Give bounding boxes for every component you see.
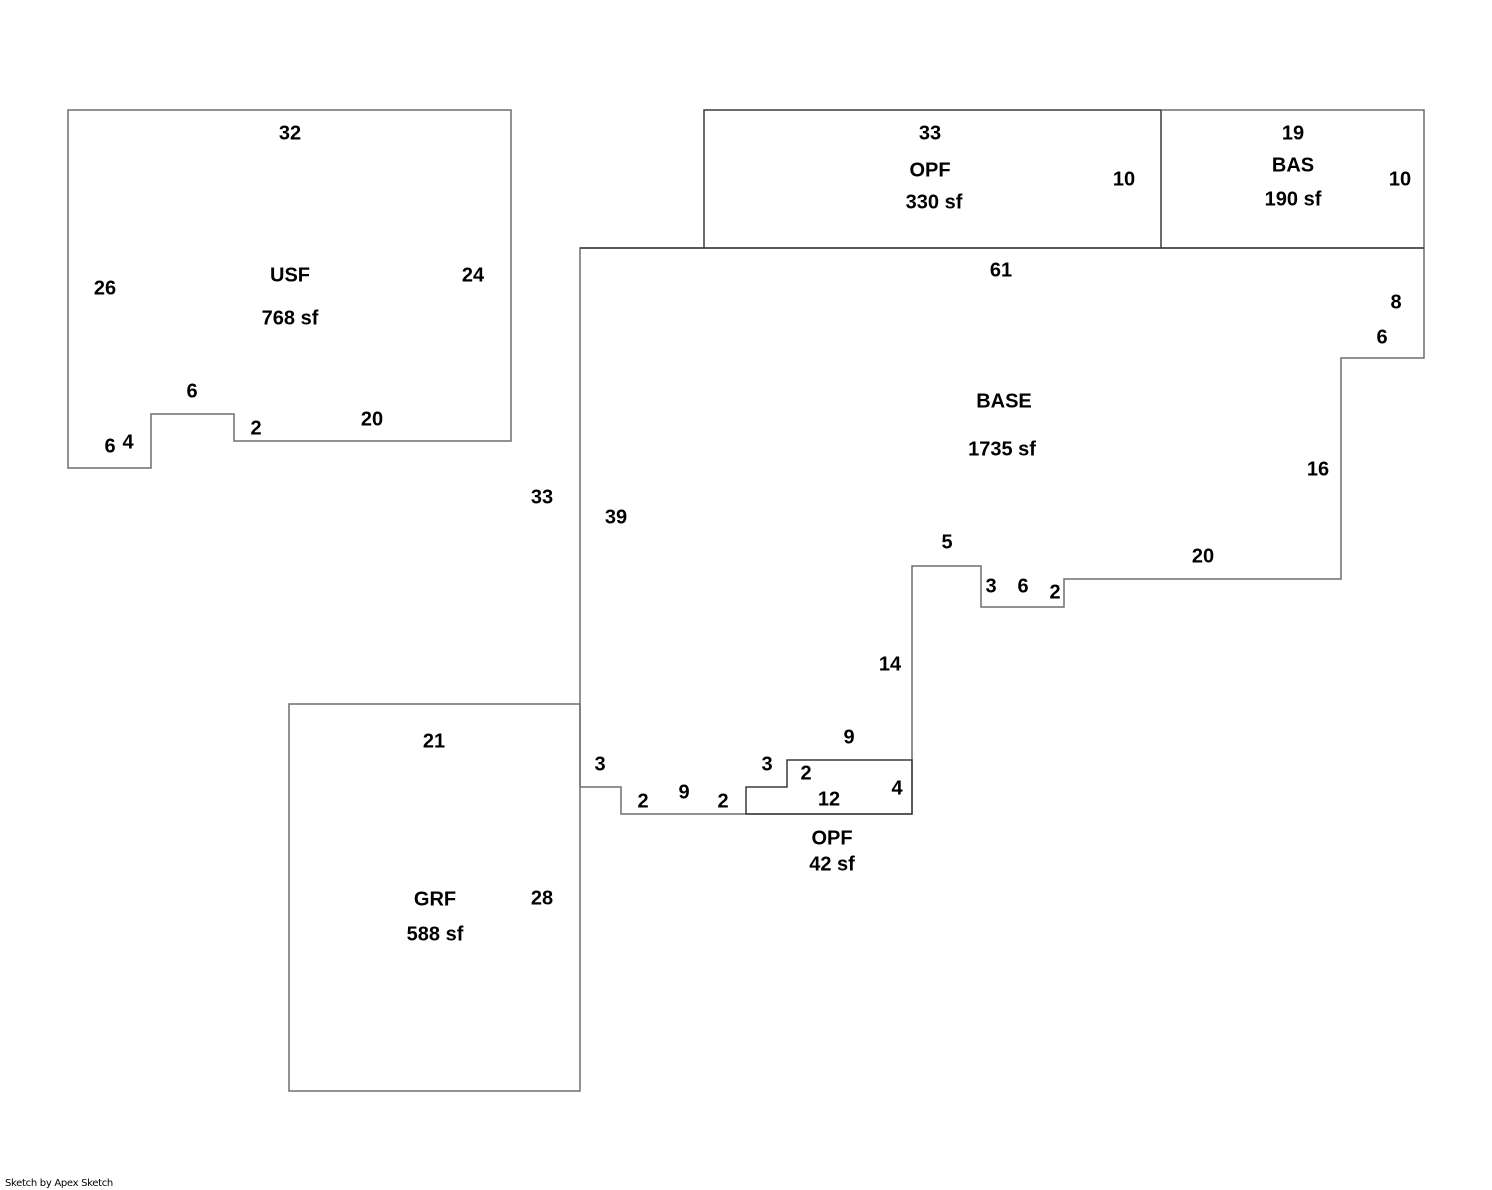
grf-code: GRF (414, 888, 456, 910)
base-dim-porch-top: 9 (843, 726, 854, 748)
bas-dim-depth: 10 (1389, 168, 1411, 190)
opf-top-dim-depth: 10 (1113, 168, 1135, 190)
base-outline (579, 247, 1425, 815)
usf-area: 768 sf (262, 307, 319, 329)
grf-outline (288, 703, 581, 1092)
usf-code: USF (270, 264, 310, 286)
base-dim-bottom-a: 2 (637, 790, 648, 812)
usf-dim-bottom-left: 6 (104, 435, 115, 457)
opf-top-code: OPF (909, 159, 950, 181)
area-bas: 19 10 BAS 190 sf (1161, 109, 1425, 248)
usf-dim-notch-top: 6 (186, 380, 197, 402)
grf-dim-width: 21 (423, 730, 445, 752)
base-dim-right-step: 6 (1376, 326, 1387, 348)
opf-top-outline (703, 109, 1162, 248)
usf-dim-top: 32 (279, 122, 301, 144)
usf-dim-bottom: 20 (361, 408, 383, 430)
base-dim-inner-vertical: 14 (879, 653, 902, 675)
area-base: 61 8 6 16 20 2 6 3 5 14 9 33 39 3 2 9 2 … (531, 247, 1425, 815)
base-dim-bottom-left-step: 3 (594, 753, 605, 775)
bas-dim-width: 19 (1282, 122, 1304, 144)
base-area: 1735 sf (968, 438, 1036, 460)
base-dim-porch-step: 3 (761, 753, 772, 775)
base-dim-notch-bottom: 6 (1017, 575, 1028, 597)
base-dim-top: 61 (990, 259, 1012, 281)
usf-outline (67, 109, 512, 469)
base-dim-notch-right: 2 (1049, 581, 1060, 603)
opf-top-area: 330 sf (906, 191, 963, 213)
sketch-credit: Sketch by Apex Sketch (5, 1178, 113, 1189)
grf-dim-depth: 28 (531, 887, 553, 909)
opf-top-dim-width: 33 (919, 122, 941, 144)
base-dim-left-inner: 39 (605, 506, 627, 528)
opf-porch-dim-step: 2 (800, 762, 811, 784)
usf-dim-notch-side: 4 (122, 431, 134, 453)
base-dim-right-lower: 16 (1307, 458, 1329, 480)
base-code: BASE (976, 390, 1032, 412)
opf-porch-dim-width: 12 (818, 788, 840, 810)
grf-area: 588 sf (407, 923, 464, 945)
area-opf-porch: 2 12 4 OPF 42 sf (745, 759, 913, 875)
usf-dim-left: 26 (94, 277, 116, 299)
base-dim-left-outer: 33 (531, 486, 553, 508)
usf-dim-right: 24 (462, 264, 485, 286)
opf-porch-code: OPF (811, 827, 852, 849)
base-dim-bump-top: 5 (941, 531, 952, 553)
base-dim-bottom-b: 9 (678, 781, 689, 803)
usf-dim-step: 2 (250, 417, 261, 439)
base-dim-right-upper: 8 (1390, 291, 1401, 313)
opf-porch-outline (745, 759, 913, 815)
opf-porch-dim-depth: 4 (891, 777, 903, 799)
base-dim-bottom-c: 2 (717, 790, 728, 812)
bas-area: 190 sf (1265, 188, 1322, 210)
area-opf-top: 33 10 OPF 330 sf (703, 109, 1162, 248)
bas-code: BAS (1272, 154, 1314, 176)
opf-porch-area: 42 sf (809, 853, 855, 875)
base-dim-notch-left: 3 (985, 575, 996, 597)
area-grf: 21 28 GRF 588 sf (288, 703, 581, 1092)
bas-outline (1161, 109, 1425, 248)
area-usf: 32 26 24 6 2 20 6 4 USF 768 sf (67, 109, 512, 469)
base-dim-bottom-right: 20 (1192, 545, 1214, 567)
